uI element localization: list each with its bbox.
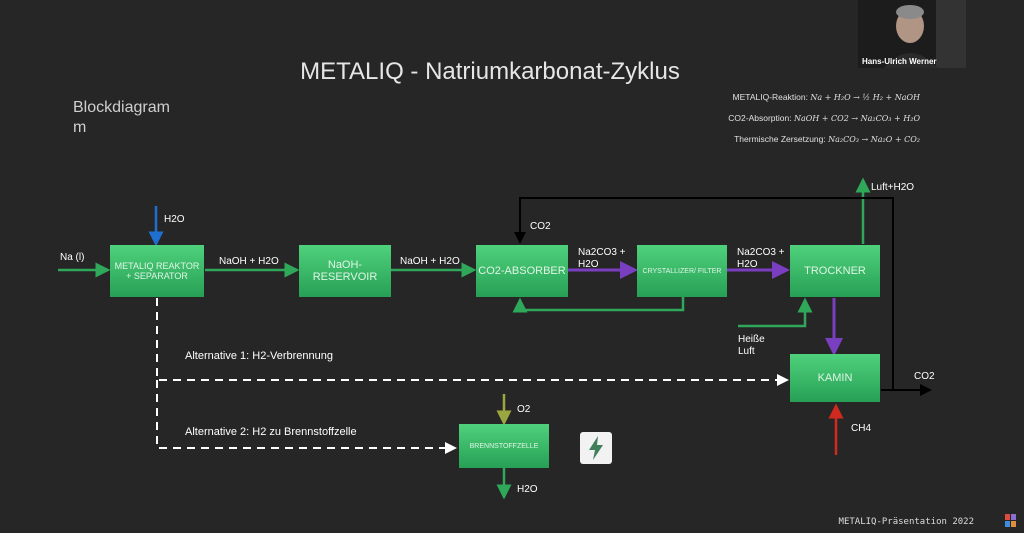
block-crystallizer-filter: CRYSTALLIZER/ FILTER — [637, 245, 727, 297]
block-kamin: KAMIN — [790, 354, 880, 402]
arrow-heisse-luft-in — [738, 297, 813, 328]
arrow-co2-recycle — [514, 197, 894, 390]
equation-thermal-decomposition: Thermische Zersetzung: Na₂CO₃ → Na₂O + C… — [734, 134, 920, 144]
label-h2o-out: H2O — [517, 484, 538, 495]
label-heisse-luft: Heiße Luft — [738, 334, 765, 357]
dashed-alt1-path — [156, 298, 789, 386]
presenter-name: Hans-Ulrich Werner — [862, 57, 937, 66]
label-o2-in: O2 — [517, 404, 531, 415]
equation-label: Thermische Zersetzung: — [734, 134, 826, 144]
equation-label: METALIQ-Reaktion: — [732, 92, 808, 102]
presenter-webcam: Hans-Ulrich Werner — [858, 0, 966, 68]
equation-formula: Na₂CO₃ → Na₂O + CO₂ — [828, 135, 920, 144]
label-alternative-2: Alternative 2: H2 zu Brennstoffzelle — [185, 426, 357, 438]
equation-formula: NaOH + CO2 → Na₂CO₃ + H₂O — [793, 114, 920, 123]
block-co2-absorber: CO2-ABSORBER — [476, 245, 568, 297]
equation-metaliq-reaction: METALIQ-Reaktion: Na + H₂O → ½ H₂ + NaOH — [733, 92, 920, 102]
slide-footer: METALIQ-Präsentation 2022 — [838, 517, 974, 527]
arrow-filter-recycle — [512, 297, 685, 313]
label-na2co3-h2o-2: Na2CO3 + H2O — [737, 247, 785, 270]
block-trockner: TROCKNER — [790, 245, 880, 297]
equation-formula: Na + H₂O → ½ H₂ + NaOH — [810, 93, 920, 102]
label-naoh-h2o-1: NaOH + H2O — [219, 256, 279, 267]
presenter-avatar — [858, 0, 966, 68]
label-h2o-in: H2O — [164, 214, 185, 225]
label-luft-h2o: Luft+H2O — [871, 182, 915, 193]
slide-title: METALIQ - Natriumkarbonat-Zyklus — [300, 58, 680, 85]
label-alternative-1: Alternative 1: H2-Verbrennung — [185, 350, 333, 362]
label-ch4-in: CH4 — [851, 423, 872, 434]
label-na-in: Na (l) — [60, 252, 85, 263]
label-co2-out: CO2 — [914, 371, 935, 382]
lightning-icon — [580, 432, 612, 464]
metaliq-logo-icon — [1005, 514, 1016, 527]
label-co2-recycle: CO2 — [530, 221, 551, 232]
label-naoh-h2o-2: NaOH + H2O — [400, 256, 460, 267]
equation-co2-absorption: CO2-Absorption: NaOH + CO2 → Na₂CO₃ + H₂… — [728, 113, 920, 123]
block-metaliq-reaktor: METALIQ REAKTOR + SEPARATOR — [110, 245, 204, 297]
label-na2co3-h2o-1: Na2CO3 + H2O — [578, 247, 626, 270]
dashed-alt2-path — [156, 380, 457, 454]
slide-subtitle: Blockdiagramm — [73, 99, 170, 136]
block-brennstoffzelle: BRENNSTOFFZELLE — [459, 424, 549, 468]
equation-label: CO2-Absorption: — [728, 113, 792, 123]
block-naoh-reservoir: NaOH-RESERVOIR — [299, 245, 391, 297]
